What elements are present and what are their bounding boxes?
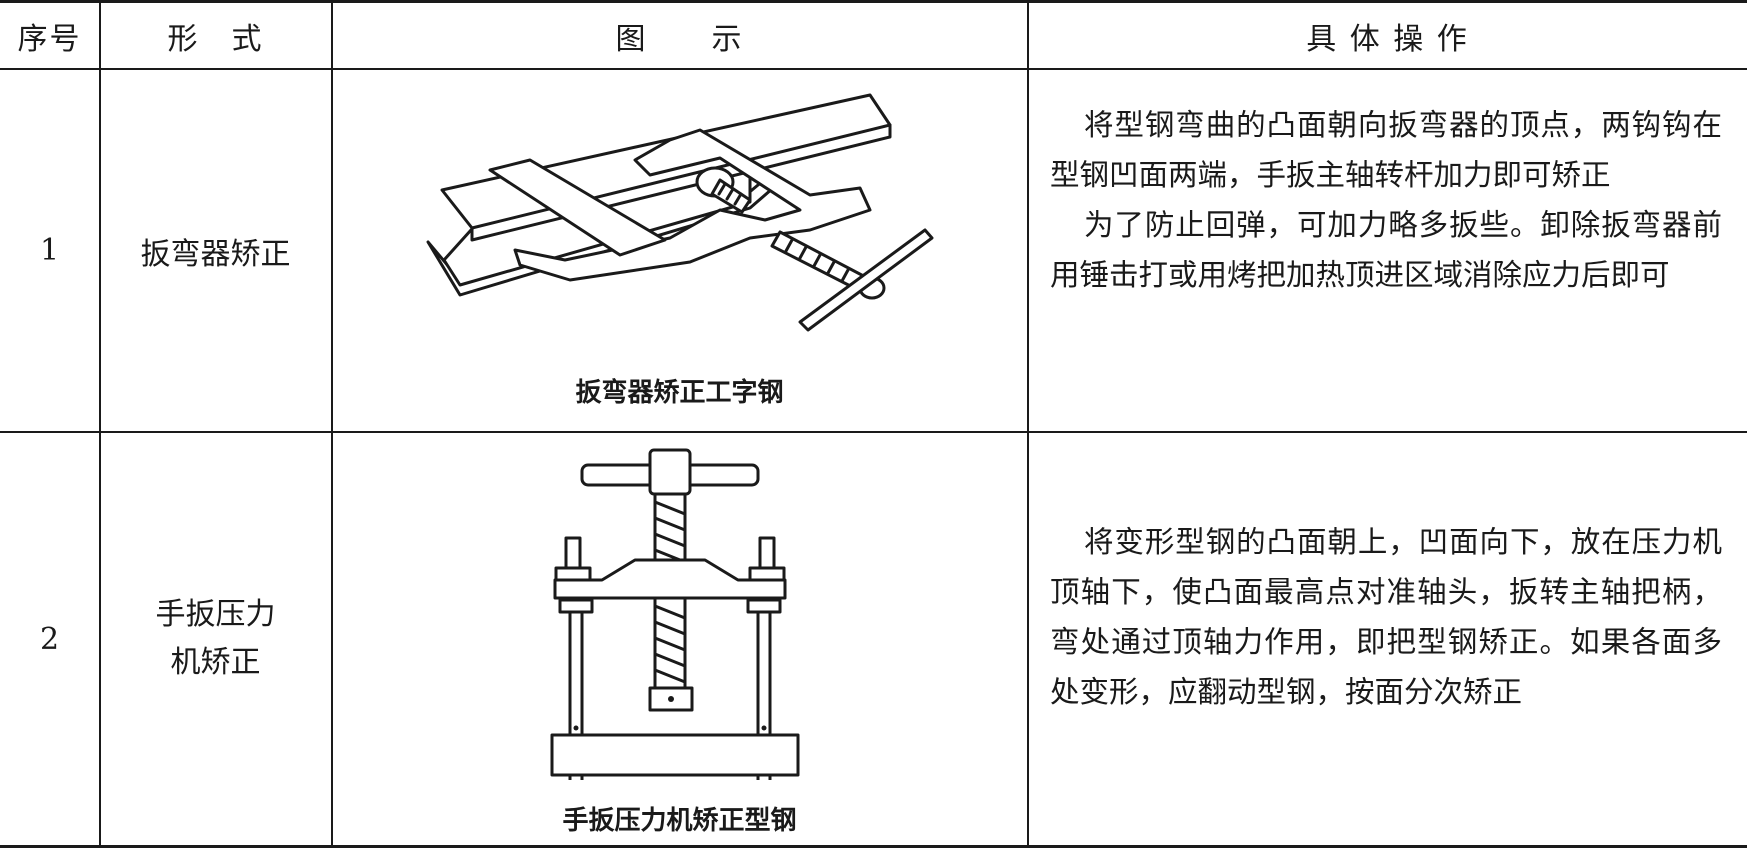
row-divider	[0, 431, 1747, 433]
row-2-operation: 将变形型钢的凸面朝上，凹面向下，放在压力机顶轴下，使凸面最高点对准轴头，扳转主轴…	[1050, 517, 1722, 717]
column-divider	[331, 0, 333, 846]
header-figure: 图 示	[615, 21, 744, 57]
row-2-form: 手扳压力 机矫正	[100, 433, 331, 845]
column-divider	[99, 0, 101, 846]
hand-screw-press-illustration	[550, 448, 800, 780]
header-operation: 具 体 操 作	[1306, 21, 1469, 57]
row-1-operation-paragraph: 为了防止回弹，可加力略多扳些。卸除扳弯器前用锤击打或用烤把加热顶进区域消除应力后…	[1050, 208, 1722, 292]
row-2-operation-paragraph: 将变形型钢的凸面朝上，凹面向下，放在压力机顶轴下，使凸面最高点对准轴头，扳转主轴…	[1050, 525, 1722, 709]
bender-on-i-beam-illustration	[426, 93, 934, 332]
row-1-form: 扳弯器矫正	[140, 236, 291, 272]
row-2-figure-caption: 手扳压力机矫正型钢	[562, 806, 797, 836]
row-2-index: 2	[39, 621, 60, 657]
column-divider	[1027, 0, 1029, 846]
row-2-form-line: 手扳压力	[155, 597, 276, 632]
header-index: 序号	[17, 21, 82, 57]
table-bottom-border	[0, 845, 1747, 848]
table-top-border	[0, 0, 1747, 3]
header-bottom-border	[0, 68, 1747, 70]
row-1-index: 1	[39, 233, 60, 268]
row-1-operation-paragraph: 将型钢弯曲的凸面朝向扳弯器的顶点，两钩钩在型钢凹面两端，手扳主轴转杆加力即可矫正	[1050, 108, 1722, 192]
header-form: 形 式	[167, 21, 264, 57]
row-1-figure-caption: 扳弯器矫正工字钢	[575, 378, 784, 408]
row-2-form-line: 机矫正	[170, 645, 261, 680]
row-1-operation: 将型钢弯曲的凸面朝向扳弯器的顶点，两钩钩在型钢凹面两端，手扳主轴转杆加力即可矫正…	[1050, 100, 1722, 300]
